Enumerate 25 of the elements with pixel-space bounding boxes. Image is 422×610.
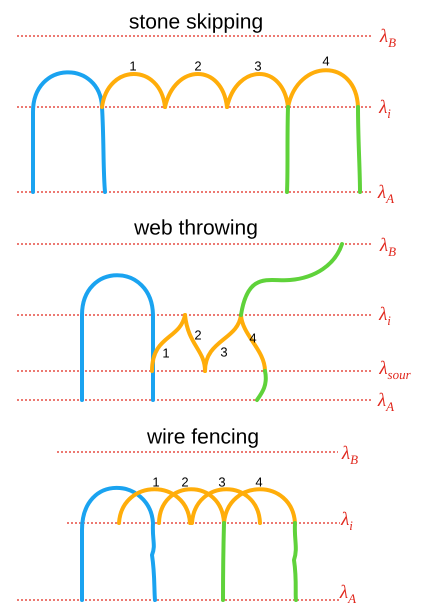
level-label: λ$_{B}$ (342, 444, 358, 466)
arc-number: 3 (218, 476, 226, 488)
arc-number: 4 (322, 54, 330, 68)
level-label: λ$_{i}$ (341, 510, 353, 532)
level-label: λ$_{i}$ (379, 305, 391, 327)
panel-heading: stone skipping (128, 12, 264, 32)
level-label: λ$_{A}$ (378, 183, 394, 205)
level-label: λ$_{sour}$ (379, 359, 411, 381)
arc-number: 2 (194, 328, 202, 342)
arc-number: 2 (194, 60, 202, 72)
panel-heading: wire fencing (146, 426, 260, 448)
arc-number: 2 (181, 476, 189, 488)
level-label: λ$_{B}$ (380, 27, 396, 49)
arc-number: 1 (152, 476, 160, 488)
level-label: λ$_{B}$ (380, 236, 396, 258)
arc-number: 1 (129, 60, 137, 72)
level-label: λ$_{A}$ (378, 391, 394, 413)
arc-number: 4 (255, 476, 263, 488)
level-label: λ$_{A}$ (340, 583, 356, 605)
arc-number: 1 (162, 346, 170, 360)
panel-heading: web throwing (134, 218, 258, 238)
level-label: λ$_{i}$ (379, 98, 391, 120)
arc-number: 3 (220, 346, 228, 358)
arc-number: 4 (249, 332, 257, 344)
arc-number: 3 (254, 60, 262, 72)
